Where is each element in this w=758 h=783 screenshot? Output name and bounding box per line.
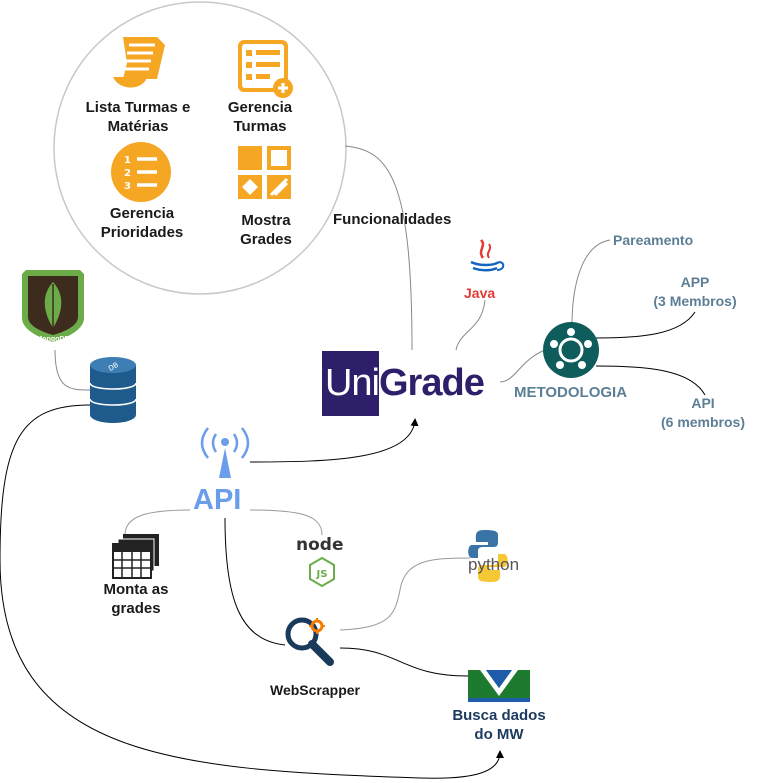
document-list-icon	[113, 37, 165, 88]
svg-text:JS: JS	[316, 569, 328, 580]
pareamento-line	[571, 239, 611, 326]
mongodb-icon	[22, 270, 84, 342]
logo-uni: Uni	[322, 351, 380, 416]
api-webscrapper-line	[224, 517, 286, 646]
feature-lista-turmas-label: Lista Turmas e Matérias	[85, 99, 191, 135]
java-line	[455, 299, 486, 351]
svg-text:1: 1	[124, 155, 131, 166]
api-members-label: API (6 membros)	[660, 395, 746, 430]
monta-grades-label: Monta as grades	[103, 581, 169, 617]
svg-text:2: 2	[124, 168, 131, 179]
python-icon	[468, 530, 508, 582]
magnifier-gear-icon	[285, 617, 334, 666]
api-label: API	[193, 484, 242, 516]
mongodb-label: MongoDB	[36, 336, 70, 343]
api-monta-line	[124, 509, 191, 536]
webscrapper-python-line	[339, 557, 471, 631]
metodologia-line	[499, 349, 546, 383]
tables-icon	[112, 534, 159, 579]
webscrapper-label: WebScrapper	[270, 682, 360, 698]
funcionalidades-line	[344, 145, 413, 351]
app-members-label: APP (3 Membros)	[653, 274, 737, 309]
unb-logo-icon	[468, 670, 530, 702]
python-label: python	[468, 555, 520, 574]
antenna-icon	[200, 427, 250, 478]
numbered-list-icon: 1 2 3	[111, 142, 171, 202]
nodejs-icon: node JS	[296, 535, 343, 588]
funcionalidades-label: Funcionalidades	[333, 211, 452, 228]
java-label: Java	[464, 285, 496, 301]
feature-mostra-grades-label: Mostra Grades	[240, 212, 292, 248]
metodologia-label: METODOLOGIA	[514, 384, 628, 401]
unigrade-logo: Uni Grade	[322, 351, 488, 416]
api-unigrade-line	[249, 418, 419, 463]
db-busca-line	[0, 404, 504, 779]
feature-gerencia-prioridades-label: Gerencia Prioridades	[100, 205, 184, 241]
svg-text:3: 3	[124, 181, 131, 192]
features-circle	[53, 1, 347, 295]
api-team-line	[595, 365, 706, 396]
feature-gerencia-turmas-label: Gerencia Turmas	[227, 99, 293, 135]
java-icon	[470, 239, 505, 272]
pareamento-label: Pareamento	[613, 232, 694, 248]
busca-dados-label: Busca dados do MW	[452, 707, 546, 743]
grid-layout-icon	[238, 146, 291, 199]
api-node-line	[249, 509, 323, 536]
database-icon: DB	[89, 357, 137, 423]
node-text: node	[296, 535, 343, 555]
scrum-team-icon	[543, 322, 599, 378]
list-add-icon	[238, 40, 293, 98]
webscrapper-busca-line	[339, 647, 469, 677]
mongo-line	[54, 349, 91, 391]
logo-grade: Grade	[379, 362, 485, 404]
app-line	[595, 311, 696, 339]
